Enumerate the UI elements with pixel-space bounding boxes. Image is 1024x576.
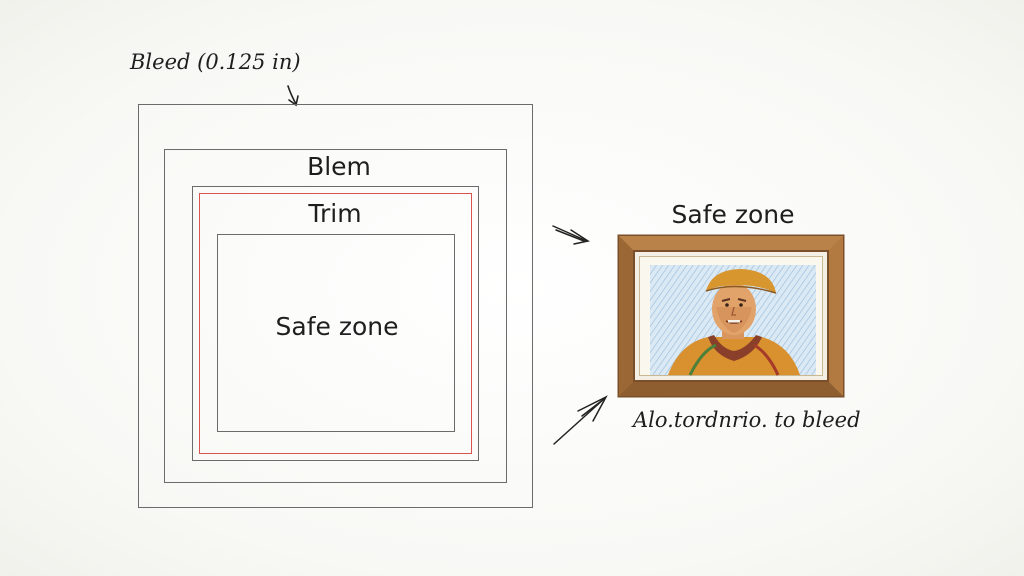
bleed-arrow: [287, 85, 299, 107]
picture-mat: [639, 256, 823, 376]
portrait-image: [650, 265, 816, 376]
trim-box-outer: [192, 186, 479, 461]
trim-line-red: [199, 193, 472, 454]
safe-zone-label: Safe zone: [275, 312, 399, 341]
bleed-box: [138, 104, 533, 508]
outer-box: [164, 149, 507, 483]
outer-label: Blem: [307, 152, 371, 181]
caption-text: Alo.tordnrio. to bleed: [633, 408, 861, 432]
trim-label: Trim: [308, 199, 362, 228]
picture-frame: [619, 236, 843, 396]
pointer-arrow-lower: [553, 395, 608, 445]
safe-zone-box: [217, 234, 455, 432]
pointer-arrow-upper: [552, 225, 590, 245]
bleed-annotation: Bleed (0.125 in): [130, 50, 301, 74]
framed-title: Safe zone: [671, 200, 795, 229]
